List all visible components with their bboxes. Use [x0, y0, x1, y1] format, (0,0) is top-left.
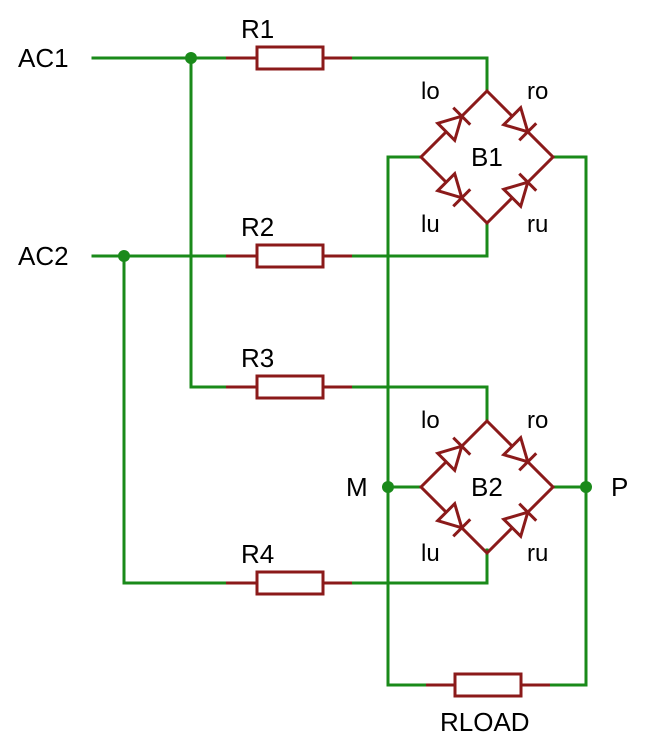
resistor-label-r3: R3: [241, 343, 274, 373]
bridge-label-b2: B2: [471, 472, 503, 502]
terminal-label-ac1: AC1: [18, 43, 69, 73]
diode-b1-lu: [434, 170, 472, 208]
junction-m: [382, 481, 394, 493]
diode-b2-lu: [434, 500, 472, 538]
diode-b2-ro: [500, 434, 538, 472]
resistor-r3: [226, 374, 352, 400]
terminal-label-ac2: AC2: [18, 241, 69, 271]
bridge-b1: [418, 88, 556, 226]
resistor-label-rload: RLOAD: [440, 707, 530, 737]
wire-p-bus: [548, 155, 588, 687]
wire-r2-to-b1-bottom: [350, 221, 489, 258]
wire-m-bus: [386, 155, 428, 687]
diode-label-b1-ru: ru: [527, 211, 548, 238]
bridge-b1-outline: [418, 88, 556, 226]
resistor-label-r2: R2: [241, 212, 274, 242]
wire-r1-to-b1-top: [350, 56, 489, 93]
wire-r4-to-b2-bottom: [350, 548, 489, 585]
diode-b1-ro: [500, 104, 538, 142]
labels: AC1 AC2 R1 R2 R3 R4 RLOAD B1 lo ro lu ru…: [18, 14, 628, 737]
diode-label-b2-lu: lu: [421, 540, 440, 567]
diode-label-b1-lo: lo: [421, 78, 440, 105]
bridge-b2: [418, 418, 556, 556]
node-label-m: M: [346, 472, 368, 502]
diode-b2-lo: [434, 436, 472, 474]
node-label-p: P: [611, 472, 628, 502]
bridge-label-b1: B1: [471, 142, 503, 172]
diode-b1-lo: [434, 106, 472, 144]
resistor-r2: [226, 243, 352, 269]
diode-b1-ru: [500, 172, 538, 210]
junctions: [118, 52, 592, 493]
wires: [91, 56, 588, 687]
bridge-b2-outline: [418, 418, 556, 556]
diode-label-b2-ro: ro: [527, 407, 548, 434]
diode-b2-ru: [500, 502, 538, 540]
resistor-label-r4: R4: [241, 539, 274, 569]
junction-ac1: [185, 52, 197, 64]
junction-ac2: [118, 250, 130, 262]
diode-label-b2-lo: lo: [421, 407, 440, 434]
diode-label-b1-ro: ro: [527, 78, 548, 105]
resistor-r4: [226, 570, 352, 596]
resistor-rload: [426, 672, 550, 698]
junction-p: [580, 481, 592, 493]
diode-label-b2-ru: ru: [527, 540, 548, 567]
diode-label-b1-lu: lu: [421, 211, 440, 238]
resistor-r1: [226, 45, 352, 71]
wire-r3-to-b2-top: [350, 385, 489, 423]
resistor-label-r1: R1: [241, 14, 274, 44]
